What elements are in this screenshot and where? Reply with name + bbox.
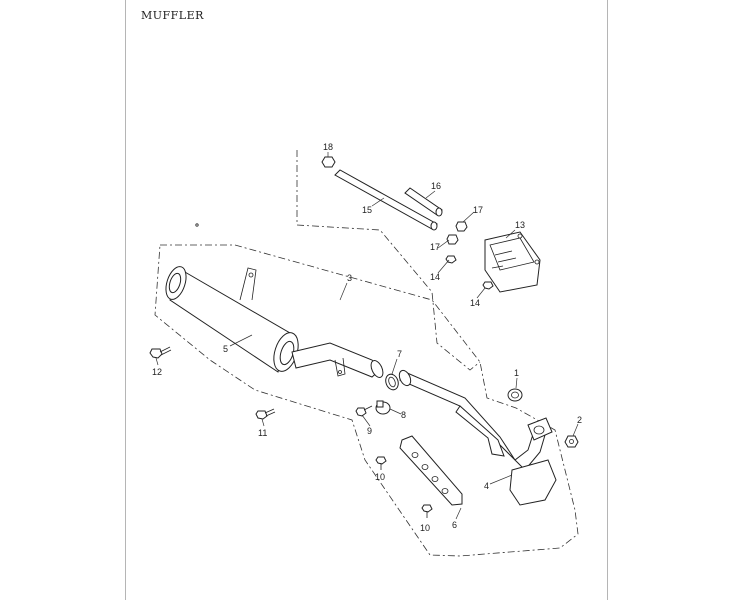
callout-1: 1 bbox=[514, 368, 519, 378]
callout-2: 2 bbox=[577, 415, 582, 425]
washer bbox=[507, 388, 523, 402]
callout-14-lower: 14 bbox=[470, 298, 480, 308]
screw-14-upper bbox=[445, 255, 457, 264]
diagram-title: MUFFLER bbox=[141, 9, 204, 22]
bolt-10-lower bbox=[421, 504, 433, 518]
bolt-10-upper bbox=[375, 456, 387, 470]
callout-4: 4 bbox=[484, 481, 489, 491]
callout-13: 13 bbox=[515, 220, 525, 230]
callout-10-lower: 10 bbox=[420, 523, 430, 533]
screw-14-lower bbox=[482, 281, 494, 290]
callout-11: 11 bbox=[258, 428, 267, 438]
callout-14-upper: 14 bbox=[430, 272, 440, 282]
callout-9: 9 bbox=[367, 426, 372, 436]
heat-shield-plate bbox=[399, 435, 463, 506]
heat-shield-box-13 bbox=[484, 231, 541, 293]
callout-8: 8 bbox=[401, 410, 406, 420]
group-outline-upper bbox=[296, 150, 481, 371]
callout-7: 7 bbox=[397, 349, 402, 359]
nut-2 bbox=[564, 435, 579, 448]
callout-12: 12 bbox=[152, 367, 162, 377]
callout-15: 15 bbox=[362, 205, 372, 215]
mid-pipe bbox=[291, 342, 384, 378]
callout-17-lower: 17 bbox=[430, 242, 440, 252]
speck bbox=[195, 223, 199, 227]
nut-17-upper bbox=[455, 221, 468, 232]
short-rod-16 bbox=[404, 187, 443, 217]
head-pipe bbox=[398, 369, 557, 506]
leader-lines bbox=[155, 152, 579, 520]
bolt-11 bbox=[255, 408, 276, 420]
bolt-12 bbox=[149, 346, 172, 359]
bolt-9 bbox=[355, 405, 373, 417]
gasket-ring bbox=[385, 373, 399, 391]
group-outline-main bbox=[154, 244, 579, 557]
callout-18: 18 bbox=[323, 142, 333, 152]
callout-5: 5 bbox=[223, 344, 228, 354]
nut-17-lower bbox=[446, 234, 459, 245]
long-rod-15 bbox=[334, 169, 438, 231]
callout-16: 16 bbox=[431, 181, 441, 191]
clamp bbox=[375, 400, 391, 415]
callout-6: 6 bbox=[452, 520, 457, 530]
callout-17-upper: 17 bbox=[473, 205, 483, 215]
nut-18 bbox=[321, 156, 336, 168]
muffler-body bbox=[165, 266, 299, 373]
callout-10-upper: 10 bbox=[375, 472, 385, 482]
callout-3: 3 bbox=[347, 273, 352, 283]
right-page-border bbox=[607, 0, 608, 600]
left-page-border bbox=[125, 0, 126, 600]
